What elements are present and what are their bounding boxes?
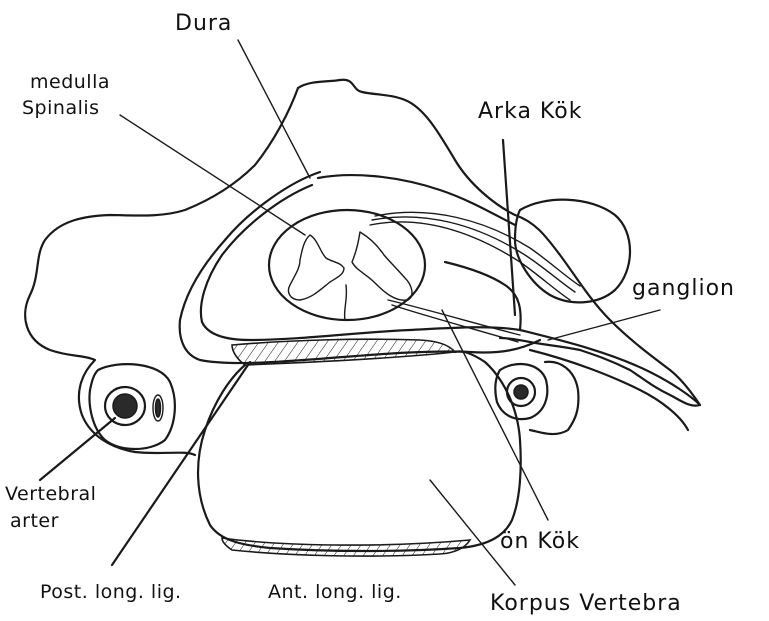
left-vertebral-vein-fill: [156, 399, 161, 417]
label-post-long-lig: Post. long. lig.: [40, 581, 182, 603]
label-vertebral-line1: Vertebral: [5, 483, 96, 505]
anterior-longitudinal-ligament: [222, 538, 470, 556]
label-korpus-vertebra: Korpus Vertebra: [490, 591, 682, 616]
label-medulla-line2: Spinalis: [22, 97, 100, 119]
dura-sac-outline: [201, 185, 521, 340]
right-vertebral-artery-lumen: [514, 385, 528, 399]
posterior-longitudinal-ligament: [232, 339, 455, 365]
label-dura: Dura: [175, 11, 232, 36]
dorsal-root-ganglion: [515, 200, 630, 303]
label-medulla-line1: medulla: [30, 71, 110, 93]
grey-matter-left: [288, 235, 344, 300]
vertebral-body: [198, 351, 521, 551]
label-ant-long-lig: Ant. long. lig.: [268, 581, 402, 603]
label-ganglion: ganglion: [632, 276, 735, 301]
left-vertebral-artery-lumen: [113, 394, 137, 418]
grey-matter-right: [352, 232, 412, 300]
label-arka-kok: Arka Kök: [478, 99, 582, 124]
right-transverse-process: [530, 362, 578, 434]
post-long-lig-pointer: [112, 362, 250, 565]
vertebral-pointer: [40, 418, 115, 480]
dura-pointer: [238, 40, 310, 178]
label-on-kok: ön Kök: [500, 529, 580, 554]
dorsal-rootlet-3: [375, 212, 580, 286]
anterior-median-fissure: [345, 285, 347, 320]
label-vertebral-line2: arter: [10, 510, 59, 532]
